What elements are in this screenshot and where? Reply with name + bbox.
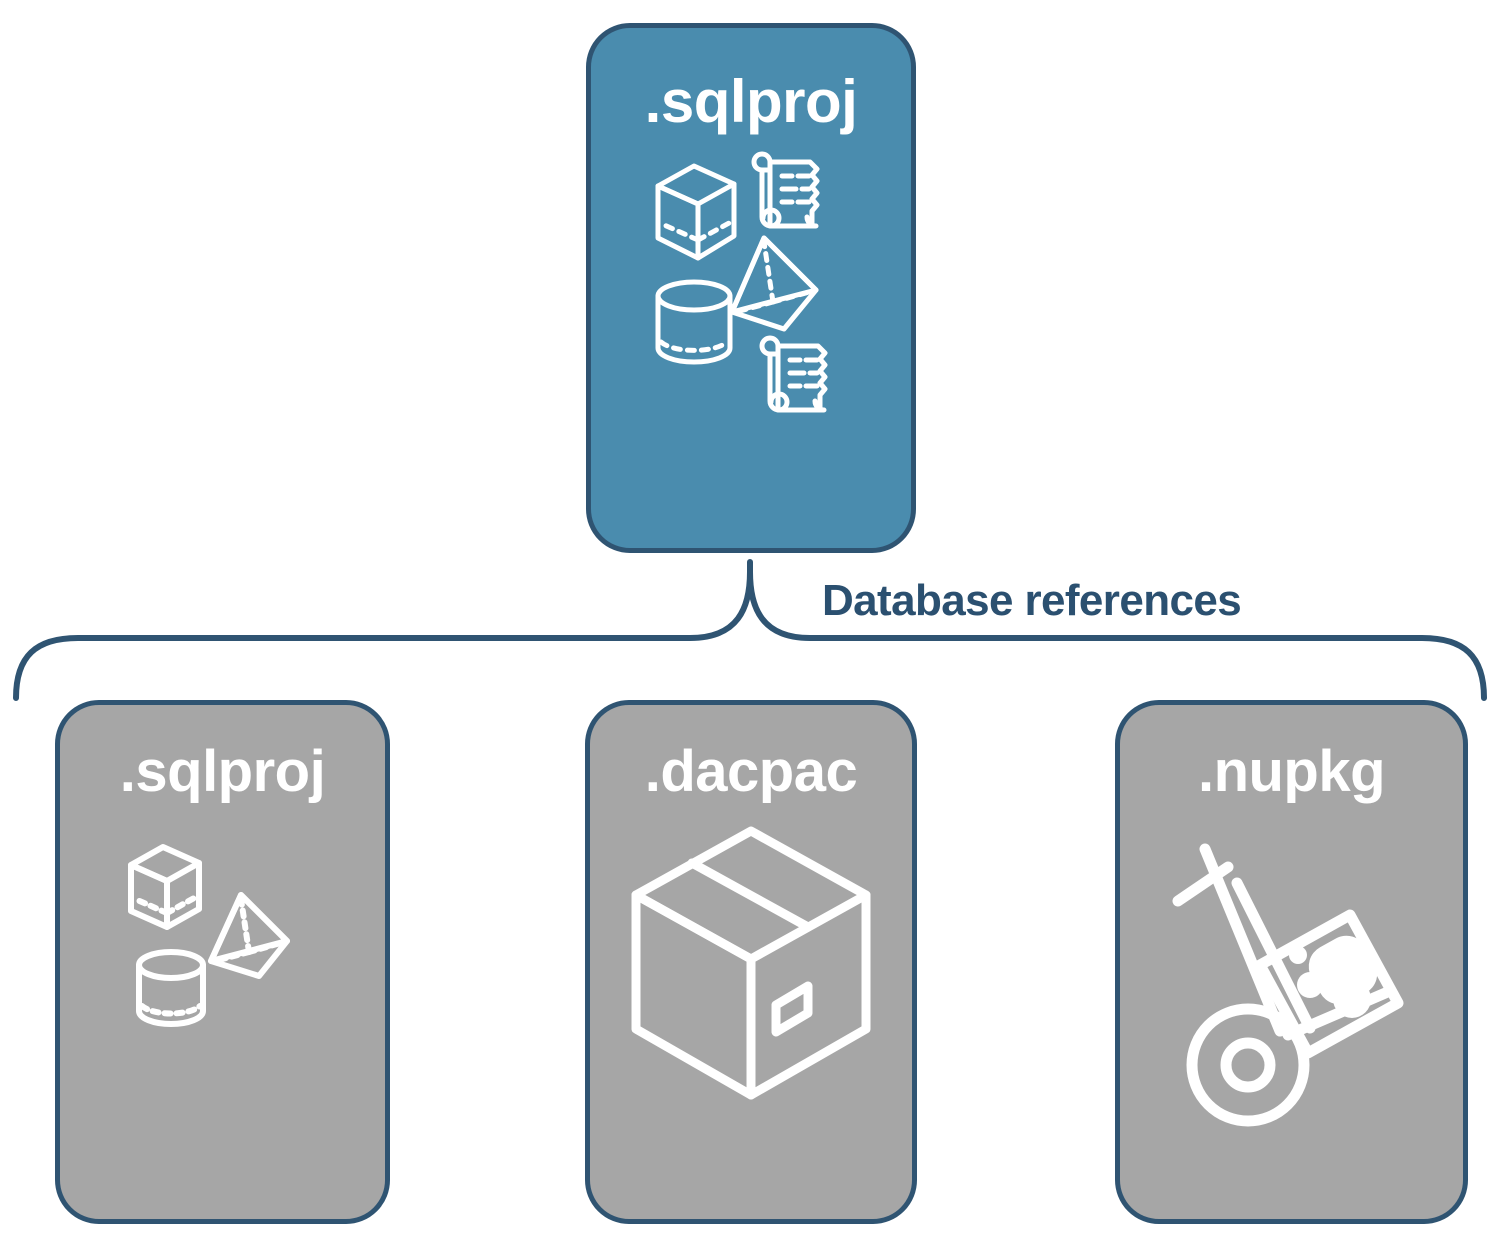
scroll-icon xyxy=(759,335,828,413)
node-sqlproj-ref[interactable]: .sqlproj xyxy=(55,700,390,1224)
brace-connector xyxy=(13,559,1487,701)
cube-wireframe-icon xyxy=(127,844,202,930)
node-nupkg-ref-icons xyxy=(1120,801,1463,1219)
edge-label-database-references: Database references xyxy=(816,576,1248,626)
sqlproj-icon-group xyxy=(655,151,828,413)
pyramid-wireframe-icon xyxy=(729,235,819,332)
node-nupkg-ref[interactable]: .nupkg xyxy=(1115,700,1468,1224)
brace-left xyxy=(13,569,753,701)
node-nupkg-ref-title: .nupkg xyxy=(1197,739,1386,804)
node-dacpac-ref-icons xyxy=(590,801,912,1219)
cube-wireframe-icon xyxy=(655,163,737,261)
pyramid-wireframe-icon xyxy=(207,892,290,979)
node-sqlproj-ref-icons xyxy=(60,801,385,1219)
sqlproj-ref-icon-group xyxy=(127,844,290,1027)
node-sqlproj-root-icons xyxy=(591,132,911,548)
nuget-blob-icon xyxy=(1288,935,1377,1018)
cylinder-wireframe-icon xyxy=(135,949,206,1027)
package-box-icon xyxy=(631,826,871,1100)
hand-truck-package-icon xyxy=(1172,843,1403,1127)
node-sqlproj-root-title: .sqlproj xyxy=(644,68,858,135)
node-dacpac-ref-title: .dacpac xyxy=(644,739,858,804)
scroll-icon xyxy=(751,151,820,229)
node-sqlproj-root[interactable]: .sqlproj xyxy=(586,23,916,553)
cylinder-wireframe-icon xyxy=(655,279,733,365)
node-dacpac-ref[interactable]: .dacpac xyxy=(585,700,917,1224)
node-sqlproj-ref-title: .sqlproj xyxy=(119,739,326,804)
